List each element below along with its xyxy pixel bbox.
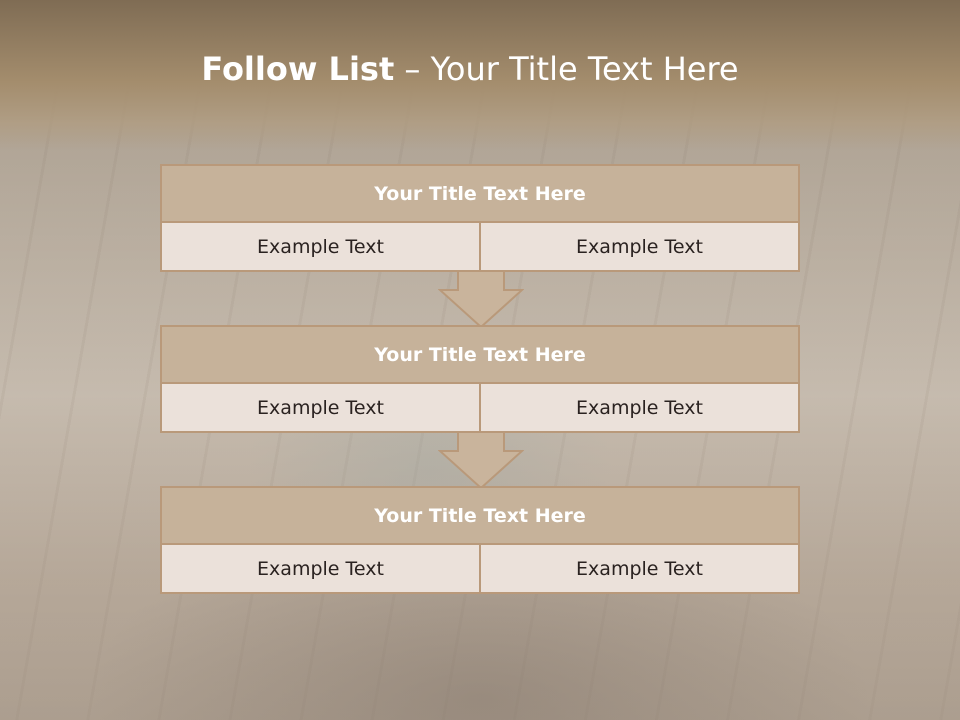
block-title: Your Title Text Here bbox=[162, 488, 798, 545]
page-title: Follow List – Your Title Text Here bbox=[0, 50, 940, 88]
list-block-1: Your Title Text Here Example Text Exampl… bbox=[160, 164, 800, 272]
block-cell-right: Example Text bbox=[479, 384, 798, 431]
block-cell-left: Example Text bbox=[162, 384, 479, 431]
title-rest: – Your Title Text Here bbox=[394, 50, 739, 88]
block-row: Example Text Example Text bbox=[162, 545, 798, 592]
title-bold: Follow List bbox=[201, 50, 395, 88]
list-block-3: Your Title Text Here Example Text Exampl… bbox=[160, 486, 800, 594]
down-arrow-icon bbox=[438, 270, 524, 328]
block-cell-right: Example Text bbox=[479, 223, 798, 270]
block-title: Your Title Text Here bbox=[162, 327, 798, 384]
block-row: Example Text Example Text bbox=[162, 384, 798, 431]
block-cell-left: Example Text bbox=[162, 545, 479, 592]
block-row: Example Text Example Text bbox=[162, 223, 798, 270]
block-cell-right: Example Text bbox=[479, 545, 798, 592]
block-cell-left: Example Text bbox=[162, 223, 479, 270]
list-block-2: Your Title Text Here Example Text Exampl… bbox=[160, 325, 800, 433]
block-title: Your Title Text Here bbox=[162, 166, 798, 223]
down-arrow-icon bbox=[438, 431, 524, 489]
title-band bbox=[0, 0, 960, 150]
